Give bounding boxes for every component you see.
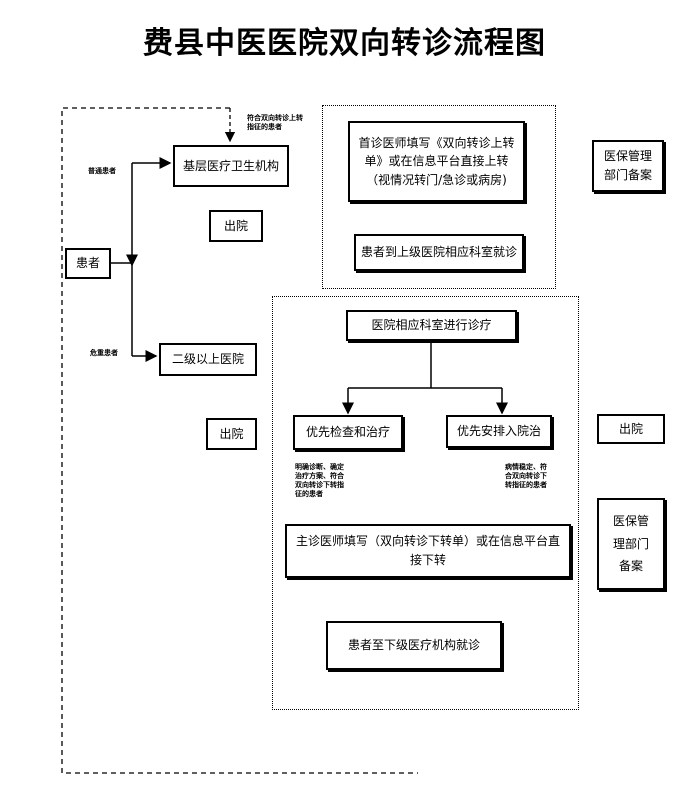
discharge-node-right: 出院: [597, 414, 665, 444]
condition-stable-label: 病情稳定、符合双向转诊下转指征的患者: [505, 463, 547, 490]
upper-hospital-visit-node: 患者到上级医院相应科室就诊: [354, 234, 524, 271]
secondary-hospital-node: 二级以上医院: [159, 343, 257, 376]
upward-criteria-label: 符合双向转诊上转指征的患者: [247, 114, 303, 132]
critical-patient-label: 危重患者: [90, 349, 118, 357]
upward-form-node: 首诊医师填写《双向转诊上转单》或在信息平台直接上转（视情况转门/急诊或病房): [348, 121, 525, 202]
lower-institution-visit-node: 患者至下级医疗机构就诊: [326, 621, 502, 670]
normal-patient-label: 普通患者: [88, 167, 116, 175]
upward-group-outline: [322, 105, 556, 289]
diagnosis-clear-label: 明确诊断、确定治疗方案、符合双向转诊下转指征的患者: [295, 463, 344, 499]
discharge-node-left-bottom: 出院: [206, 418, 257, 450]
discharge-node-left-top: 出院: [209, 210, 263, 242]
priority-exam-node: 优先检查和治疗: [293, 415, 403, 450]
page-title: 费县中医医院双向转诊流程图: [143, 26, 546, 61]
insurance-record-node-bottom: 医保管理部门备案: [597, 498, 665, 590]
basic-institution-node: 基层医疗卫生机构: [173, 145, 289, 187]
downward-form-node: 主诊医师填写（双向转诊下转单）或在信息平台直接下转: [285, 524, 571, 578]
patient-node: 患者: [65, 248, 111, 279]
hospital-dept-treat-node: 医院相应科室进行诊疗: [346, 310, 517, 341]
insurance-record-node-top: 医保管理部门备案: [592, 140, 664, 192]
priority-admit-node: 优先安排入院治: [446, 415, 552, 448]
downward-group-outline: [272, 296, 579, 710]
dashed-return-path: [61, 107, 418, 774]
